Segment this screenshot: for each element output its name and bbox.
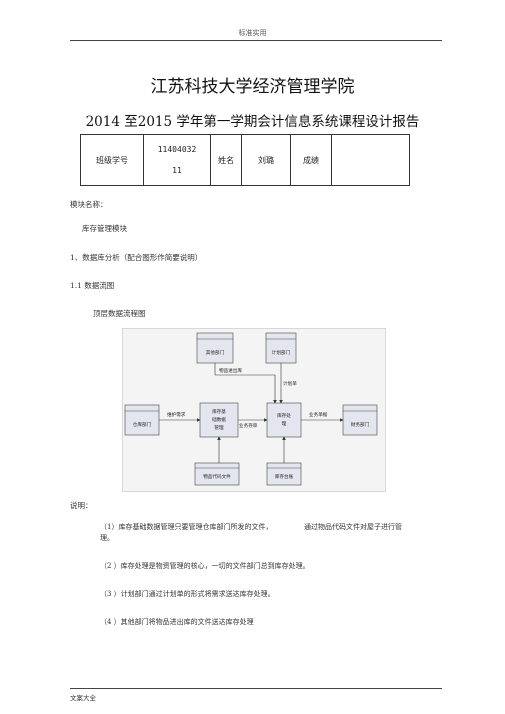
flow-label-business-doc: 业务存单 — [239, 422, 258, 429]
process-base-data-mgmt: 库存基 础数据 管理 — [199, 402, 239, 438]
diagram-caption: 顶层数据流程图 — [93, 309, 146, 318]
grade-value — [331, 134, 410, 186]
section-1-1-heading: 1.1 数据流图 — [70, 281, 115, 290]
note-4: （4 ）其他部门将物品进出库的文件送达库存处理 — [100, 618, 254, 626]
process-base-mgmt-line3: 管理 — [214, 424, 224, 431]
process-base-mgmt-line1: 库存基 — [212, 408, 226, 415]
class-label: 班级学号 — [80, 134, 144, 186]
flow-label-item-in-out: 物品进出库 — [219, 367, 242, 374]
entity-warehouse-dept: 仓库部门 — [124, 404, 160, 436]
data-flow-diagram: 其他部门 计划部门 仓库部门 财务部门 库存基 础数据 管理 — [122, 328, 386, 492]
process-stock-processing: 库存处 理 — [266, 402, 302, 438]
store-stock-ledger: 库存台账 — [266, 462, 302, 486]
page-footer: 文案大全 — [70, 694, 96, 702]
flow-other-to-stock — [214, 363, 277, 404]
note-1a: （1）库存基础数据管理只要管理仓库部门所发的文件， — [100, 523, 273, 531]
entity-plan-dept: 计划部门 — [265, 332, 297, 364]
entity-other-dept-label: 其他部门 — [206, 349, 225, 356]
store-stock-ledger-label: 库存台账 — [275, 473, 294, 480]
store-item-code-label: 物品代码文件 — [203, 473, 231, 480]
note-1c: 理。 — [100, 534, 114, 542]
header-rule — [70, 40, 442, 41]
flow-label-business-bill: 业务单据 — [309, 411, 328, 418]
class-value: 11404032 11 — [143, 134, 211, 186]
footer-rule — [70, 688, 442, 689]
class-value-line1: 11404032 — [157, 145, 197, 154]
entity-finance-dept-label: 财务部门 — [351, 421, 370, 428]
note-3: （3 ）计划部门通过计划单的形式将需求送达库存处理。 — [100, 590, 275, 598]
process-stock-line1: 库存处 — [277, 412, 291, 419]
process-base-mgmt-line2: 础数据 — [212, 416, 226, 423]
grade-label: 成绩 — [290, 134, 332, 186]
info-table: 班级学号 11404032 11 姓名 刘璐 成绩 — [80, 134, 410, 186]
class-value-line2: 11 — [172, 166, 182, 175]
note-1b: 通过物品代码文件对屋子进行管 — [304, 523, 402, 531]
data-flow-diagram-svg: 其他部门 计划部门 仓库部门 财务部门 库存基 础数据 管理 — [124, 332, 378, 486]
section-1-heading: 1、数据库分析（配合图形作简要说明） — [70, 253, 203, 262]
store-item-code-file: 物品代码文件 — [194, 462, 240, 486]
report-subtitle: 2014 至2015 学年第一学期会计信息系统课程设计报告 — [85, 114, 420, 130]
flow-label-maintain-request: 维护需求 — [167, 411, 186, 418]
entity-warehouse-dept-label: 仓库部门 — [133, 421, 152, 428]
module-label: 模块名称： — [70, 200, 108, 209]
process-stock-line2: 理 — [282, 421, 287, 427]
name-value: 刘璐 — [241, 134, 291, 186]
name-label: 姓名 — [210, 134, 242, 186]
flow-label-plan-sheet: 计划单 — [283, 380, 297, 387]
entity-other-dept: 其他部门 — [196, 332, 234, 364]
note-2: （2 ）库存处理是物资管理的核心，一切的文件部门总到库存处理。 — [100, 562, 310, 570]
flow-arrows — [159, 363, 344, 463]
module-name: 库存管理模块 — [82, 224, 127, 233]
entity-finance-dept: 财务部门 — [342, 404, 378, 436]
page-header: 标准实用 — [238, 29, 267, 37]
entity-plan-dept-label: 计划部门 — [272, 349, 291, 356]
page-title: 江苏科技大学经济管理学院 — [150, 77, 355, 97]
notes-label: 说明： — [70, 501, 93, 510]
